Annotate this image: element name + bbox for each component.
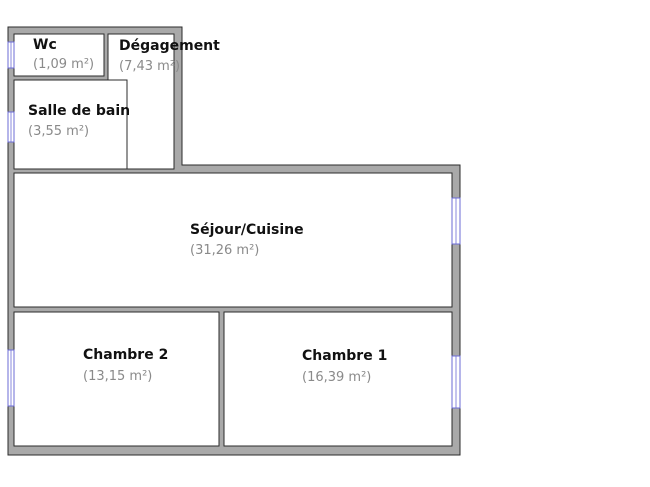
room-name-chambre-2: Chambre 2: [83, 347, 168, 363]
room-name-degagement: Dégagement: [119, 38, 220, 54]
room-name-chambre-1: Chambre 1: [302, 348, 387, 364]
room-area-chambre-1: (16,39 m²): [302, 370, 371, 385]
window-salle-de-bain: [7, 111, 15, 143]
room-area-salle-de-bain: (3,55 m²): [28, 124, 89, 139]
room-area-wc: (1,09 m²): [33, 57, 94, 72]
room-name-wc: Wc: [33, 37, 57, 53]
room-floor-salle-de-bain: [13, 79, 128, 170]
room-floor-chambre-2: [13, 311, 220, 447]
room-name-sejour-cuisine: Séjour/Cuisine: [190, 222, 304, 238]
room-floor-chambre-1: [223, 311, 453, 447]
room-area-chambre-2: (13,15 m²): [83, 369, 152, 384]
window-chambre-1: [451, 355, 461, 409]
window-wc: [7, 41, 15, 69]
room-floor-sejour-cuisine: [13, 172, 453, 308]
room-area-degagement: (7,43 m²): [119, 59, 180, 74]
room-name-salle-de-bain: Salle de bain: [28, 103, 130, 119]
window-chambre-2: [7, 349, 15, 407]
room-area-sejour-cuisine: (31,26 m²): [190, 243, 259, 258]
window-sejour-cuisine: [451, 197, 461, 245]
